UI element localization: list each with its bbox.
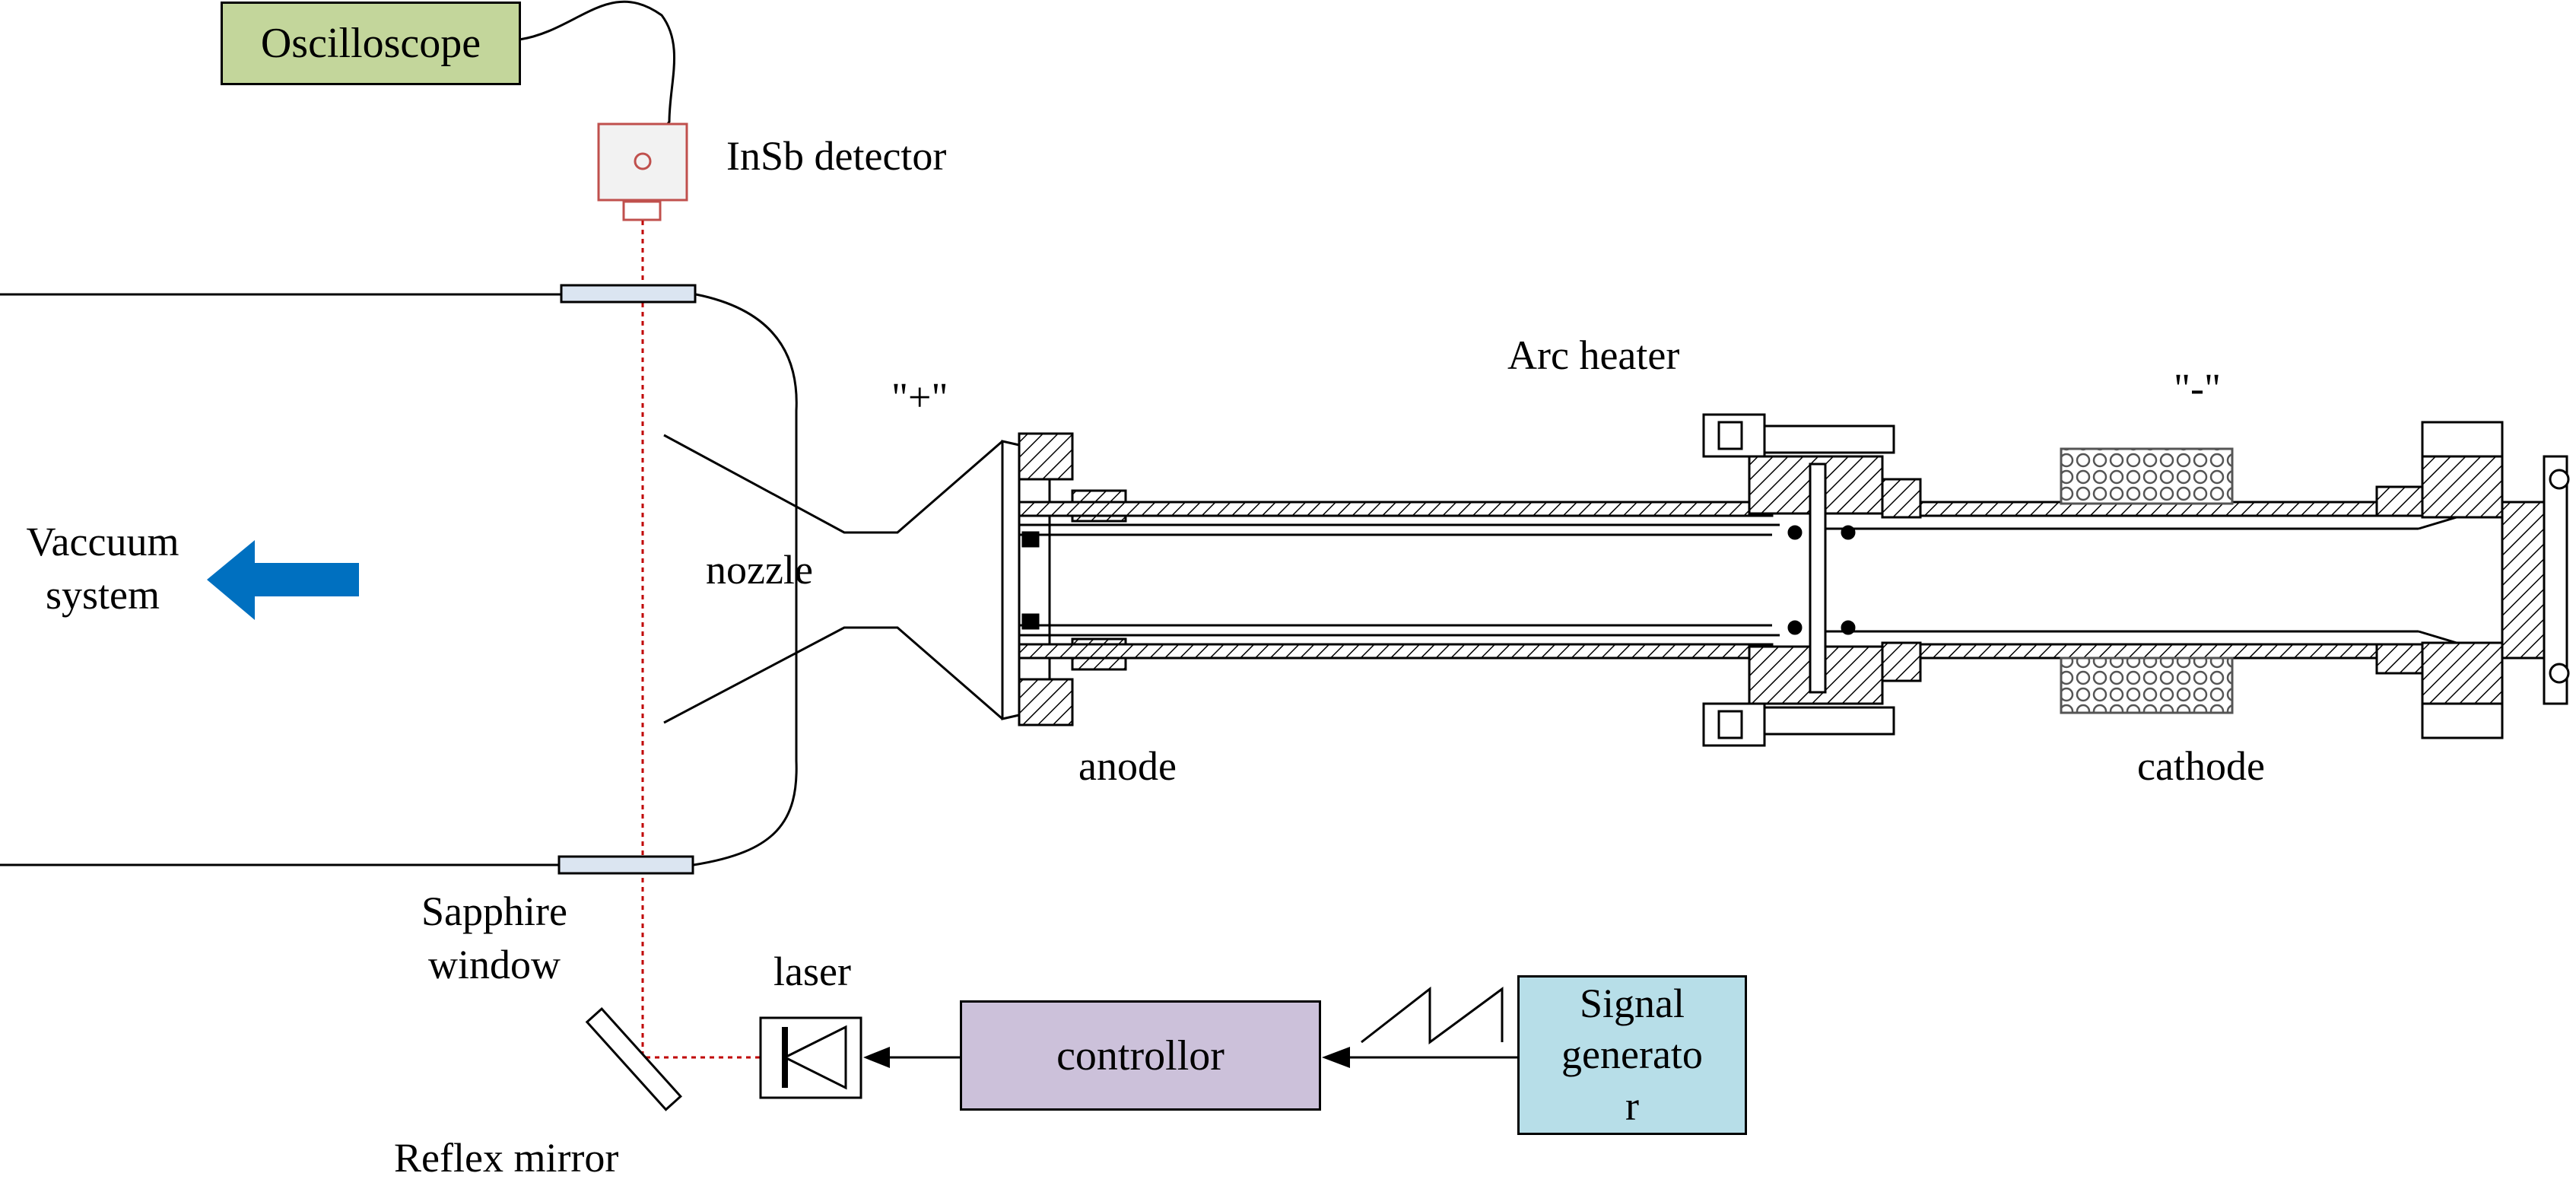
oscilloscope-box: Oscilloscope [221,2,521,85]
controller-label: controllor [1056,1032,1224,1079]
sapphire-window-top [560,284,697,304]
plus-label: "+" [891,374,948,420]
oscilloscope-label: Oscilloscope [260,20,481,67]
mirror-label: Reflex mirror [394,1135,619,1181]
signal-generator-box: Signal generato r [1517,975,1747,1135]
nozzle [663,434,1003,724]
signal-label-line3: r [1625,1082,1639,1129]
anode-assembly [1001,432,1780,726]
vacuum-label-line2: system [45,572,160,618]
vacuum-label-line1: Vaccuum [26,519,179,564]
minus-label: "-" [2174,365,2222,411]
vacuum-arrow-icon [207,540,359,620]
sapphire-window-bottom [557,855,694,875]
cathode-label: cathode [2137,743,2265,789]
cathode-assembly [1825,421,2570,739]
controller-box: controllor [960,1000,1321,1111]
sawtooth-wave-icon [1361,986,1504,1044]
laser-beam [641,221,761,1059]
detector-aperture-icon [634,152,652,170]
laser-label: laser [773,949,851,994]
vacuum-chamber [0,284,798,875]
signal-label-line2: generato [1561,1032,1703,1078]
nozzle-label: nozzle [706,547,813,593]
anode-label: anode [1078,743,1177,789]
sapphire-label-line2: window [428,942,561,988]
sapphire-label-line1: Sapphire [421,889,567,934]
insulator-flange [1702,413,1922,747]
detector-window [622,200,662,221]
sapphire-window-label: Sapphire window [395,885,593,991]
insb-detector [597,122,688,221]
laser-diode-icon [759,1016,862,1099]
vacuum-label: Vaccuum system [0,515,205,622]
arrow-to-controller-icon [1322,1047,1350,1068]
oscilloscope-cable [519,0,675,135]
coil-top [2060,447,2234,505]
coil-bottom [2060,656,2234,714]
signal-label-line1: Signal [1579,980,1685,1026]
arrow-to-laser-icon [863,1047,890,1068]
detector-label: InSb detector [726,133,947,179]
detector-body [597,122,688,202]
arc-heater-label: Arc heater [1507,332,1680,378]
reflex-mirror [585,1006,682,1111]
